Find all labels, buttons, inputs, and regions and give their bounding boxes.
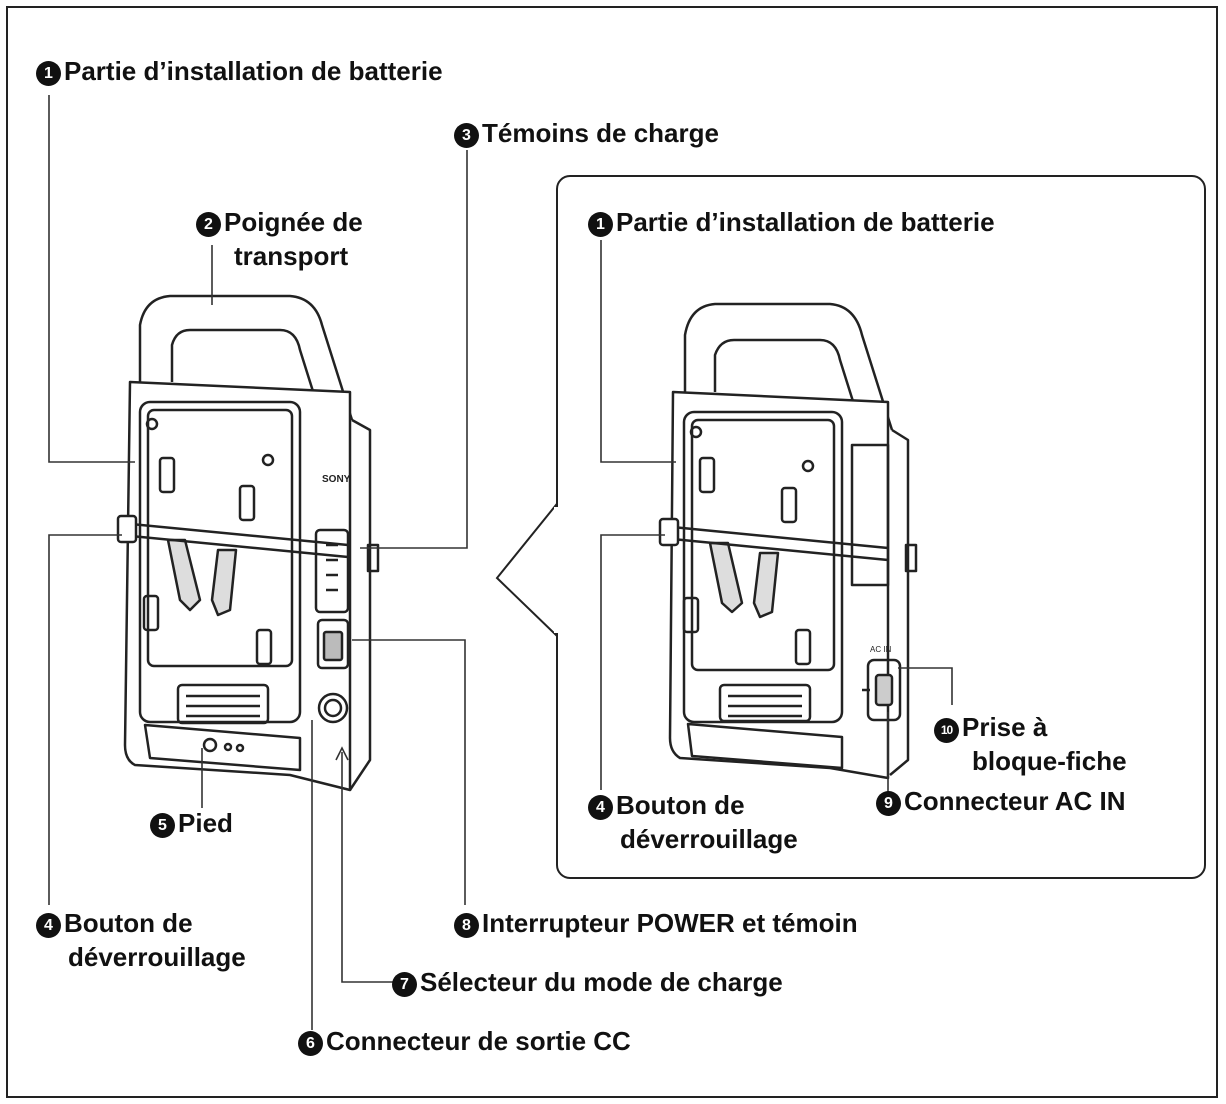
- left-charger: [116, 294, 380, 792]
- ac-in-text: AC IN: [870, 645, 892, 654]
- leader-lines: [48, 95, 953, 1030]
- right-charger: [658, 302, 918, 780]
- brand-text: SONY: [322, 474, 351, 485]
- diagram-frame: [6, 6, 1218, 1098]
- inset-pointer: [495, 502, 557, 638]
